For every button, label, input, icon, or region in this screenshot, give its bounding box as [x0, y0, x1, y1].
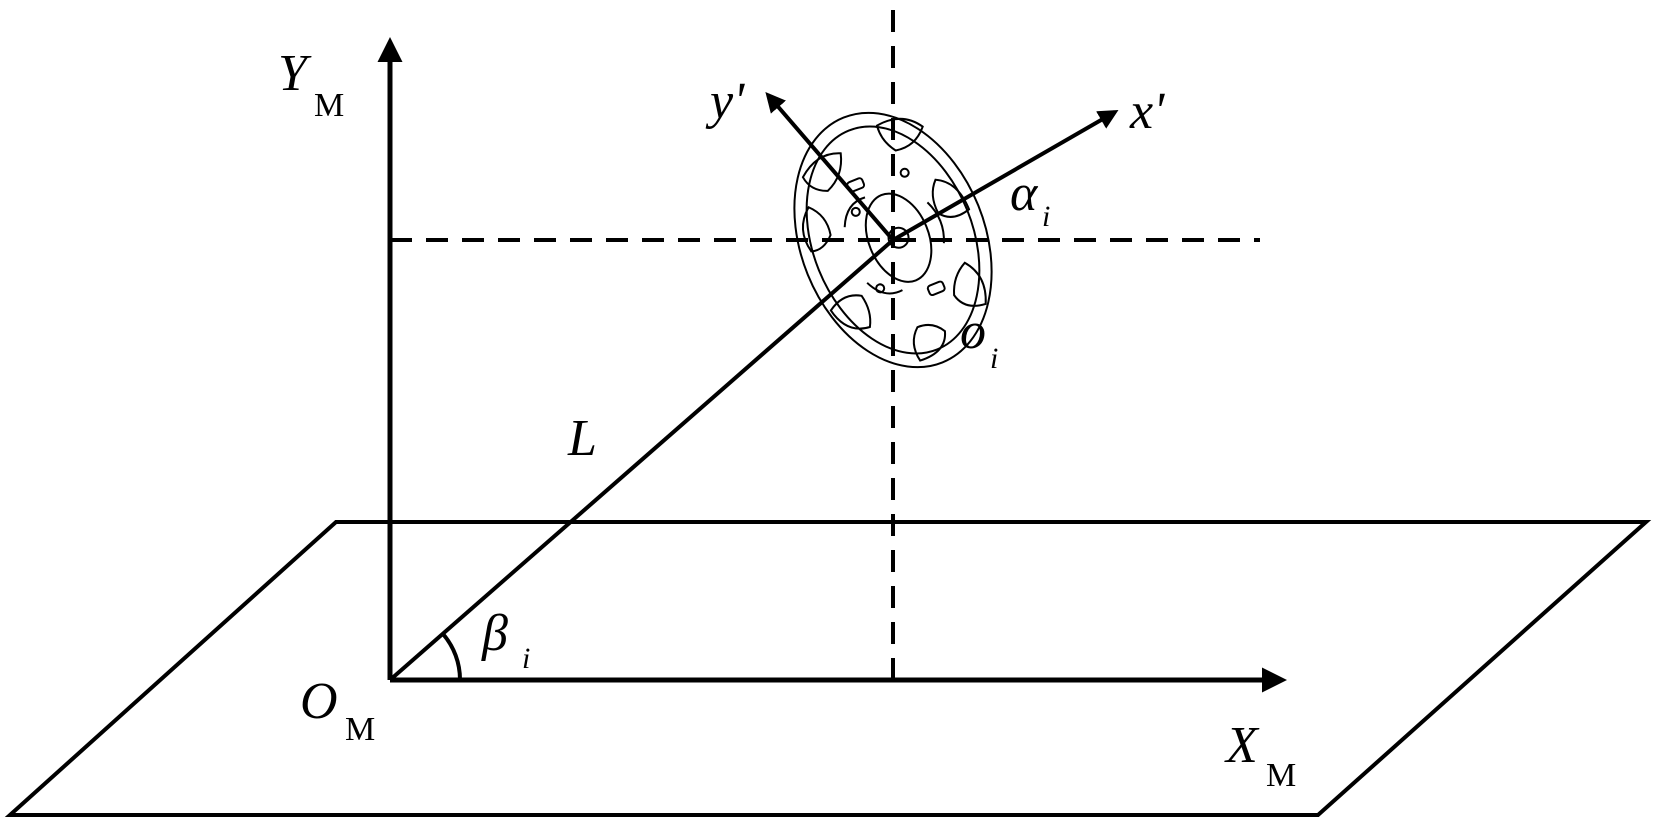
y-prime-label: y': [705, 73, 745, 130]
o-m-subscript: M: [345, 711, 375, 748]
alpha-subscript: i: [1042, 200, 1050, 233]
x-prime-axis: [892, 110, 1119, 242]
x-m-label: X: [1224, 717, 1260, 774]
o-m-label: O: [300, 673, 338, 730]
y-prime-axis: [765, 91, 895, 242]
beta-label: β: [481, 605, 508, 662]
ground-plane: [4, 520, 1652, 817]
o-i-subscript: i: [990, 342, 998, 375]
y-m-subscript: M: [314, 87, 344, 124]
l-line: [388, 238, 895, 682]
beta-angle-arc: [441, 632, 463, 681]
alpha-label: α: [1010, 165, 1039, 222]
o-i-label: o: [960, 303, 986, 360]
mecanum-wheel-icon: [793, 111, 993, 369]
x-prime-label: x': [1129, 83, 1165, 140]
beta-subscript: i: [522, 642, 530, 675]
y-m-label: Y: [278, 45, 312, 102]
l-label: L: [567, 410, 597, 467]
x-m-subscript: M: [1266, 757, 1296, 794]
